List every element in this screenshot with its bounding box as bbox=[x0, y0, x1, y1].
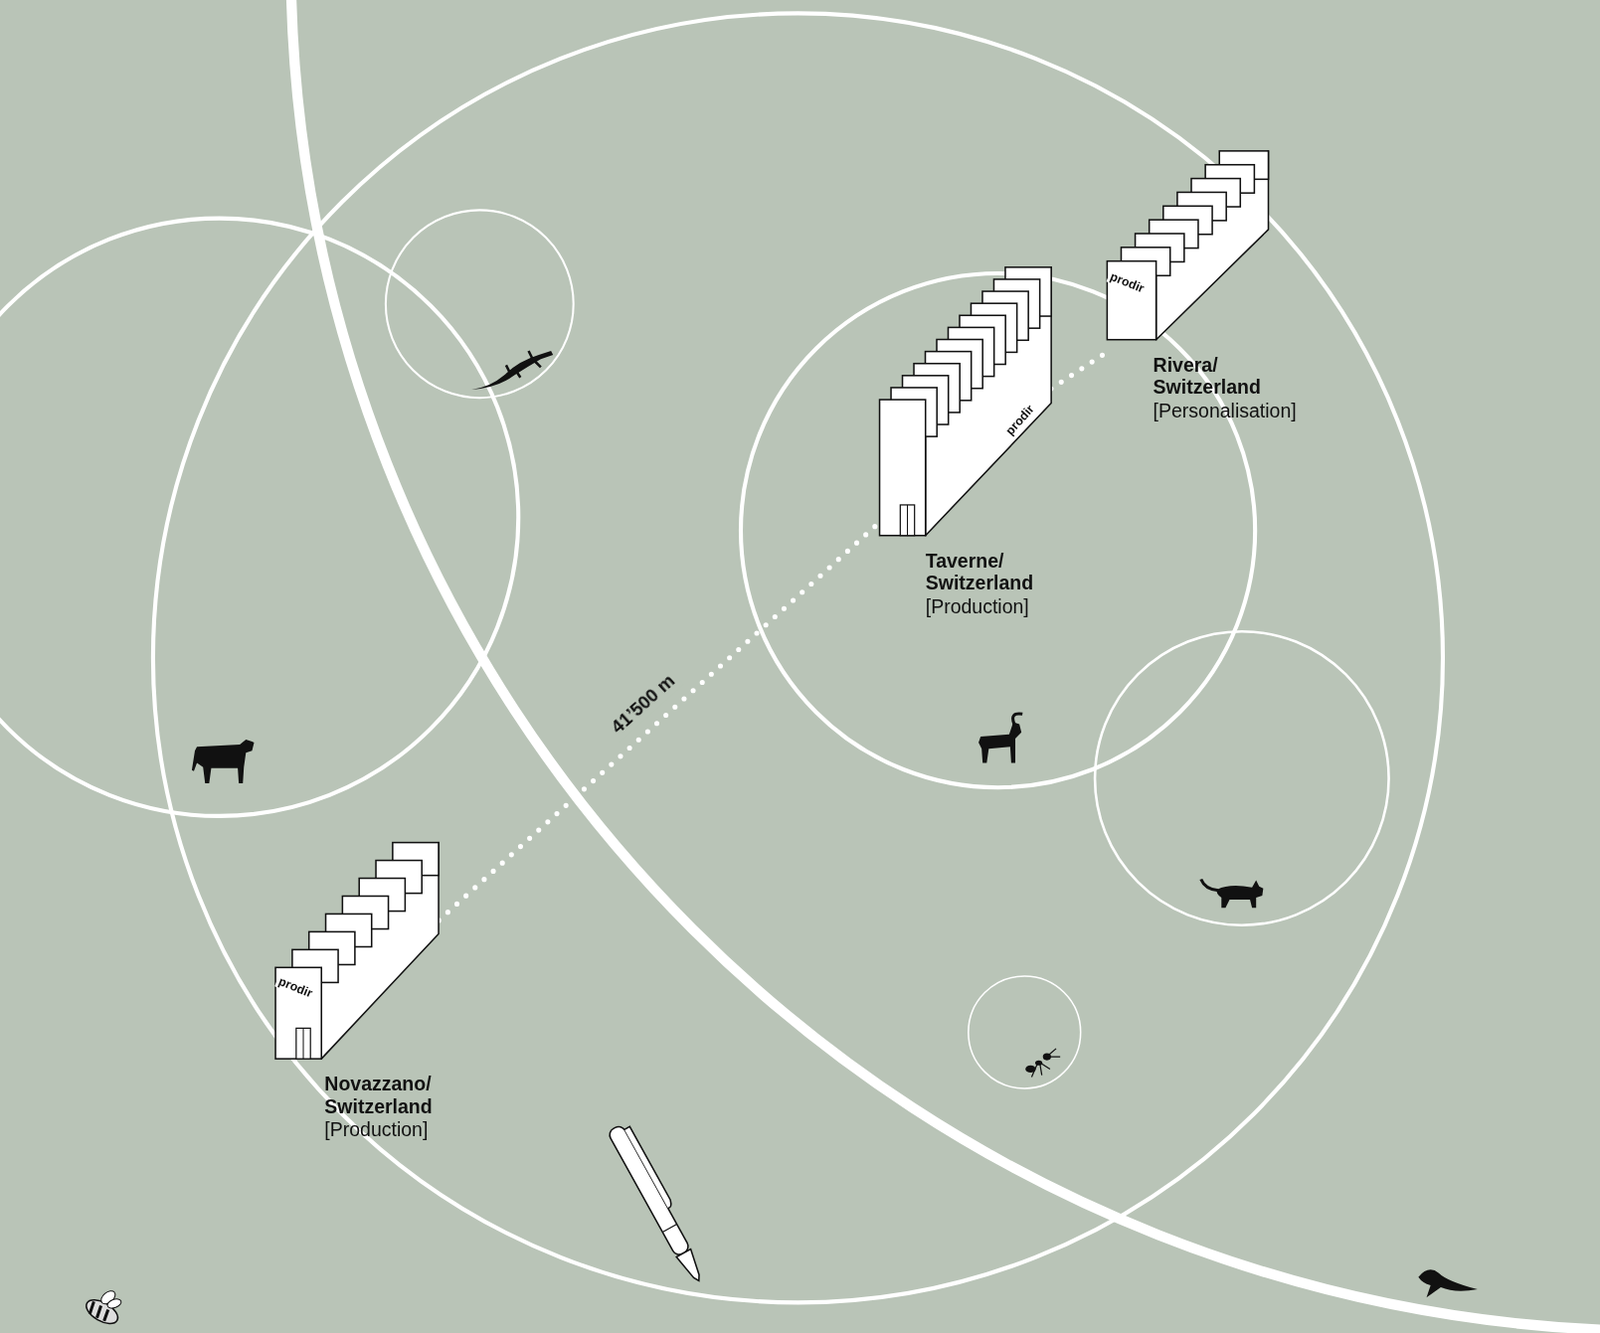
ant-legs bbox=[1031, 1049, 1061, 1078]
range-circle bbox=[290, 0, 1600, 1332]
location-label: Rivera/ Switzerland[Personalisation] bbox=[1153, 354, 1297, 423]
site-role: [Production] bbox=[324, 1118, 428, 1142]
range-circle bbox=[968, 976, 1081, 1089]
place-name: Taverne/ Switzerland bbox=[925, 549, 1034, 596]
pen-tip bbox=[676, 1249, 707, 1286]
building-door bbox=[296, 1028, 311, 1060]
site-role: [Personalisation] bbox=[1153, 399, 1297, 423]
bee-wing bbox=[106, 1297, 123, 1311]
lizard-legs bbox=[506, 351, 541, 378]
pen-ring bbox=[662, 1224, 677, 1233]
factory-node: prodirNovazzano/ Switzerland[Production] bbox=[275, 843, 439, 1147]
cat-icon bbox=[1201, 880, 1264, 909]
ibex-silhouette bbox=[978, 722, 1022, 764]
factory-building bbox=[1106, 151, 1268, 341]
factory-node: prodirTaverne/ Switzerland[Production] bbox=[880, 267, 1052, 623]
pen-icon bbox=[607, 1121, 712, 1285]
building-door bbox=[303, 1028, 305, 1060]
range-circle bbox=[385, 209, 574, 398]
building-front bbox=[880, 399, 926, 536]
ant-icon bbox=[1025, 1049, 1061, 1078]
place-name: Rivera/ Switzerland bbox=[1153, 354, 1261, 400]
range-circle bbox=[1094, 631, 1390, 926]
building-front bbox=[1106, 261, 1156, 341]
lizard-icon bbox=[471, 351, 553, 390]
pen-clip bbox=[624, 1126, 674, 1209]
lizard-silhouette bbox=[471, 351, 553, 390]
building-door bbox=[899, 505, 914, 536]
distance-label: 41’500 m bbox=[604, 668, 684, 742]
building-front bbox=[275, 967, 322, 1060]
factory-building bbox=[880, 267, 1052, 536]
bird-silhouette bbox=[1418, 1269, 1478, 1298]
cow-silhouette bbox=[191, 739, 255, 784]
cat-tail bbox=[1201, 880, 1219, 891]
ibex-horn bbox=[1013, 713, 1024, 725]
pen-barrel bbox=[607, 1124, 692, 1258]
site-role: [Production] bbox=[925, 595, 1030, 619]
location-label: Taverne/ Switzerland[Production] bbox=[925, 549, 1034, 619]
building-door bbox=[906, 505, 908, 536]
factory-node: prodirRivera/ Switzerland[Personalisatio… bbox=[1106, 151, 1300, 427]
range-circle bbox=[153, 12, 1443, 1303]
cow-icon bbox=[191, 739, 255, 784]
range-circle bbox=[0, 218, 519, 817]
bird-icon bbox=[1418, 1269, 1478, 1298]
ibex-icon bbox=[978, 713, 1023, 764]
dotted-connector bbox=[1051, 352, 1107, 389]
dotted-connector bbox=[438, 522, 880, 921]
factory-building bbox=[275, 843, 439, 1061]
location-label: Novazzano/ Switzerland[Production] bbox=[324, 1073, 432, 1143]
cat-silhouette bbox=[1217, 881, 1264, 909]
bee-icon bbox=[82, 1288, 123, 1329]
range-circle bbox=[740, 273, 1255, 788]
place-name: Novazzano/ Switzerland bbox=[324, 1073, 432, 1120]
